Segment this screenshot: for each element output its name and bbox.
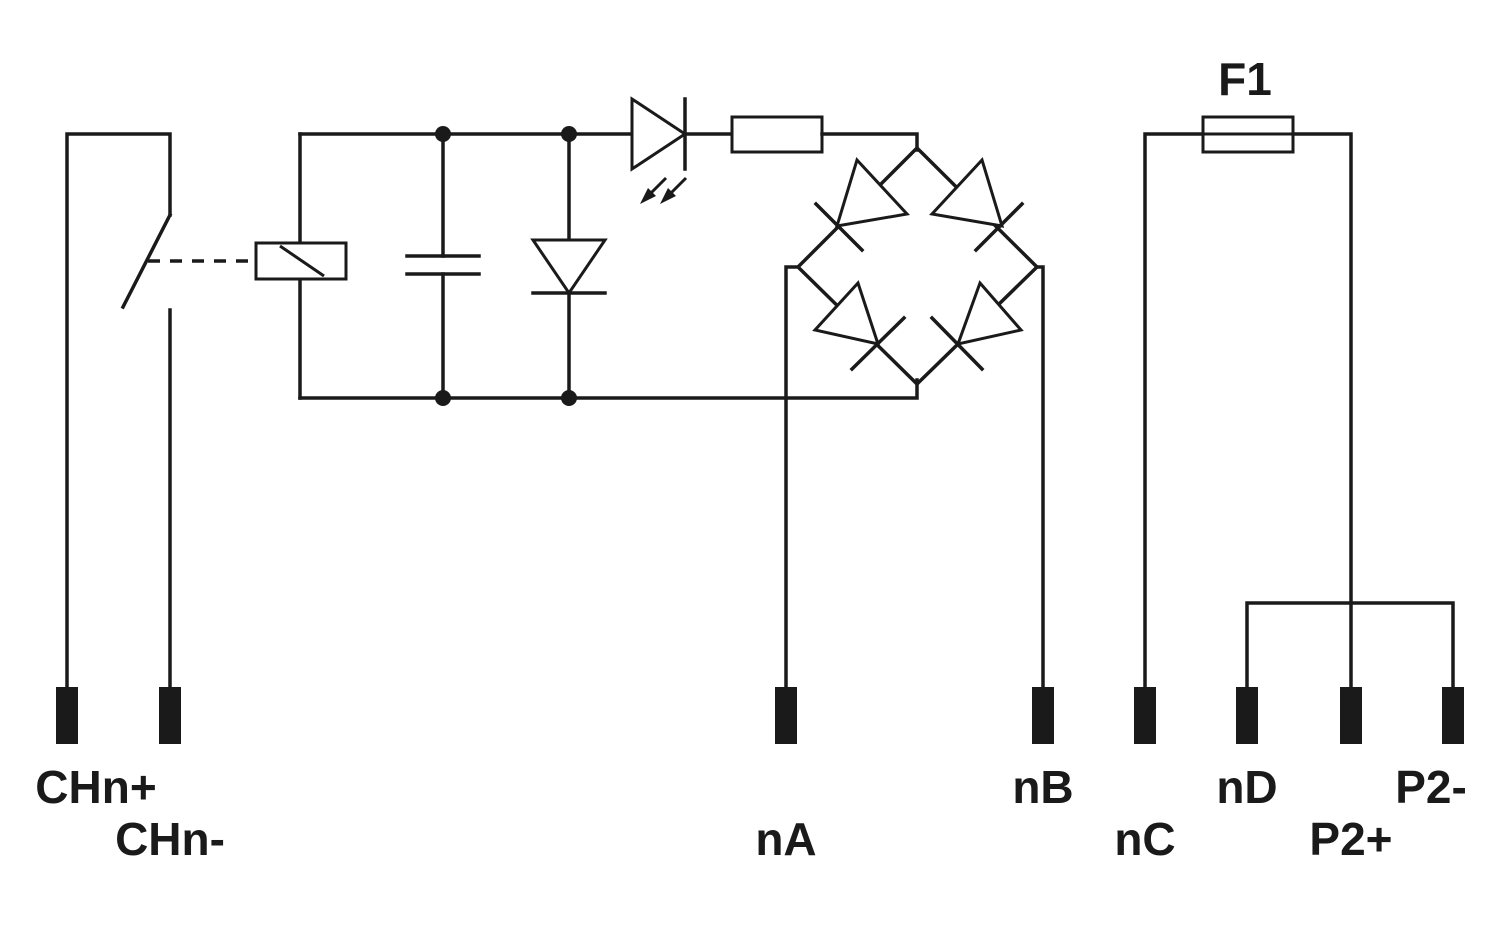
bridge-diode-icon <box>929 157 1025 253</box>
relay-coil-slash <box>279 244 325 278</box>
bridge-rectifier <box>784 145 1045 690</box>
label-nd: nD <box>1216 761 1277 813</box>
wire-na <box>784 265 800 690</box>
junction-dot <box>435 126 451 142</box>
wire-nb <box>1035 265 1045 690</box>
wire-resistor-bridge <box>820 132 919 152</box>
label-p2-plus: P2+ <box>1309 813 1392 865</box>
wire-nc <box>1143 132 1205 690</box>
terminal-block <box>56 687 1464 744</box>
label-nc: nC <box>1114 813 1175 865</box>
terminal-chn-plus <box>56 687 78 744</box>
led-indicator <box>630 96 919 204</box>
label-chn-minus: CHn- <box>115 813 225 865</box>
resistor <box>730 115 824 154</box>
terminal-labels: CHn+ CHn- nA nB nC nD P2+ P2- <box>35 761 1467 865</box>
terminal-p2-plus <box>1340 687 1362 744</box>
junction-dot <box>561 126 577 142</box>
label-chn-plus: CHn+ <box>35 761 156 813</box>
light-emission-icon <box>640 176 688 204</box>
wire-bottom-rail <box>298 378 919 400</box>
bridge-diode-icon <box>812 280 907 372</box>
terminal-nd <box>1236 687 1258 744</box>
freewheel-diode-icon <box>530 238 608 296</box>
wire-chn-plus <box>65 132 172 690</box>
label-p2-minus: P2- <box>1395 761 1467 813</box>
wire-nd-p2-minus <box>1245 601 1455 690</box>
bridge-outline <box>795 145 1040 387</box>
led-diode-icon <box>630 96 688 172</box>
bridge-diode-icon <box>929 280 1024 372</box>
bridge-diode-icon <box>813 157 910 253</box>
terminal-p2-minus <box>1442 687 1464 744</box>
relay-contact <box>65 132 250 690</box>
terminal-chn-minus <box>159 687 181 744</box>
terminal-nb <box>1032 687 1054 744</box>
junction-dot <box>435 390 451 406</box>
switch-blade <box>120 212 173 310</box>
terminal-nc <box>1134 687 1156 744</box>
fuse-circuit: F1 <box>1143 53 1455 690</box>
label-nb: nB <box>1012 761 1073 813</box>
wire-p2-plus <box>1291 132 1353 690</box>
junction-dot <box>561 390 577 406</box>
label-na: nA <box>755 813 816 865</box>
terminal-na <box>775 687 797 744</box>
fuse-label: F1 <box>1218 53 1272 105</box>
coil-circuit <box>254 126 919 406</box>
